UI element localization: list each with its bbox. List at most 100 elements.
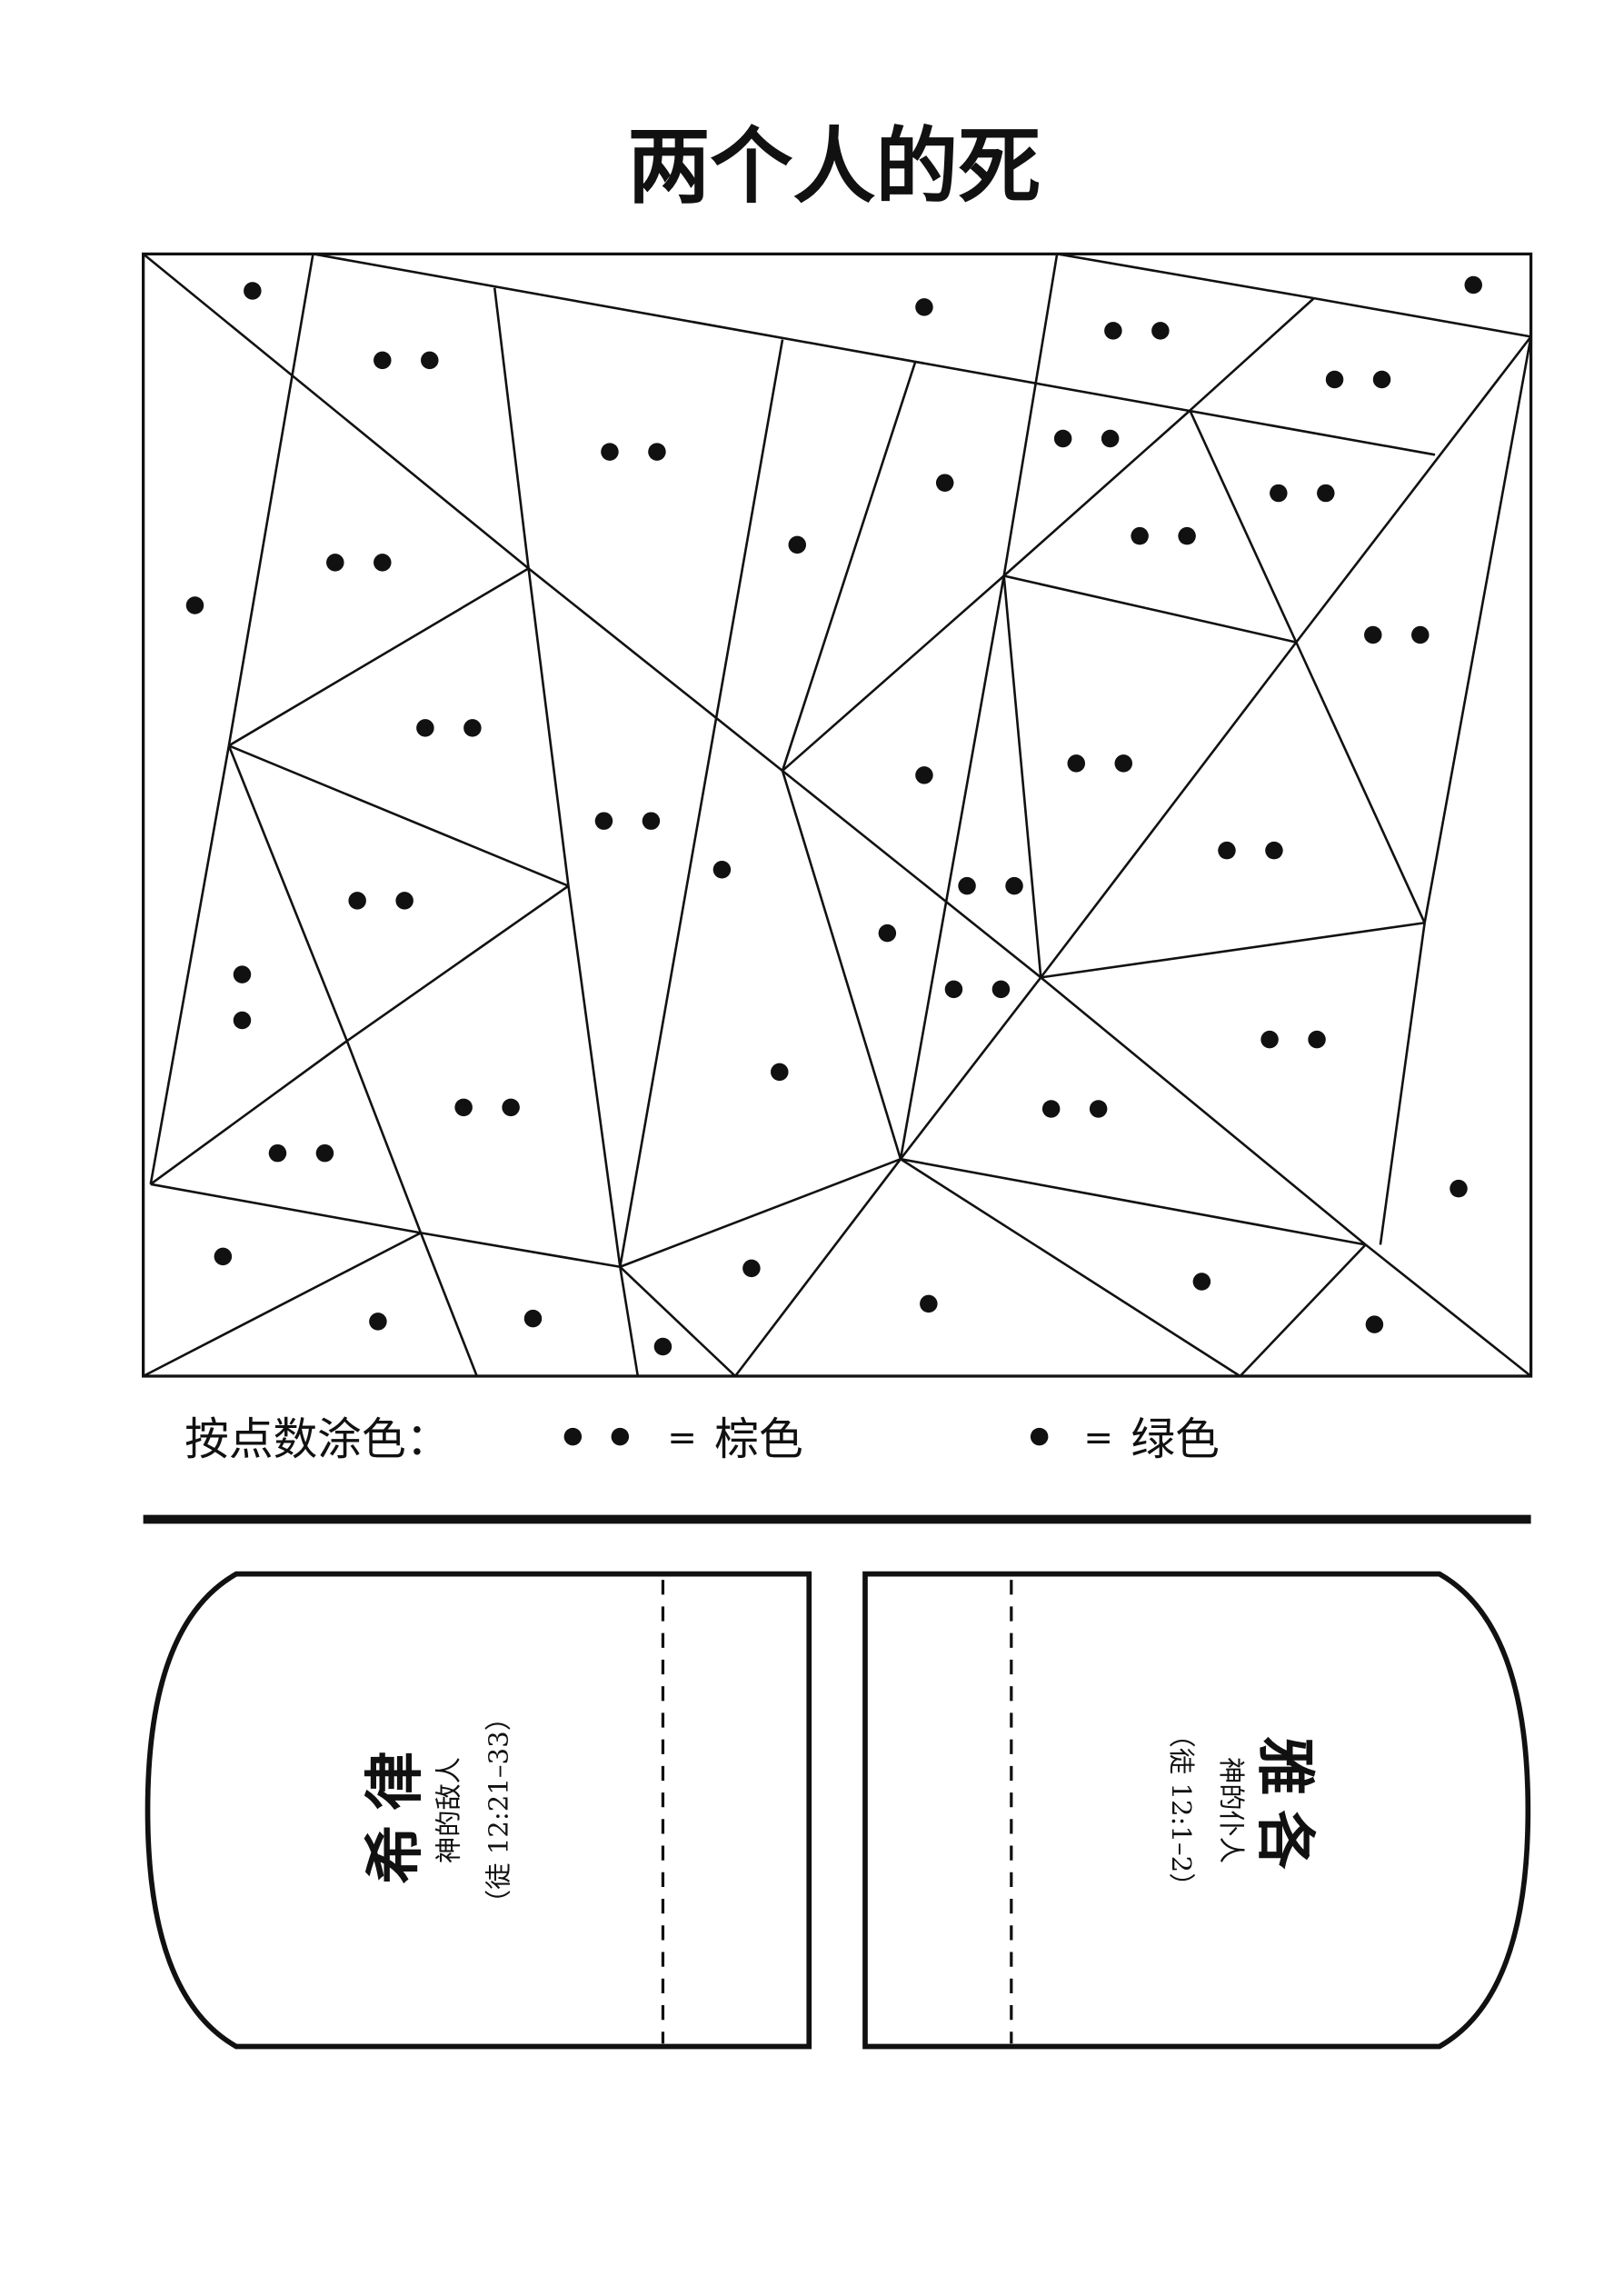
mosaic-line: [900, 1158, 1241, 1378]
mosaic-line: [782, 574, 1005, 772]
mosaic-line: [1002, 409, 1191, 577]
single-dot: [244, 282, 262, 300]
mosaic-line: [313, 253, 1436, 456]
mosaic-line: [733, 1158, 902, 1377]
double-dot: [1411, 625, 1430, 644]
mosaic-line: [899, 976, 1042, 1160]
double-dot: [1114, 754, 1133, 773]
double-dot: [1218, 841, 1236, 860]
single-dot: [771, 1063, 789, 1082]
card-name: 希律: [362, 1736, 430, 1883]
legend-green-label: 绿色: [1131, 1414, 1219, 1465]
card-name: 雅各: [1250, 1736, 1319, 1883]
double-dot: [1308, 1030, 1326, 1049]
double-dot: [416, 719, 434, 737]
color-by-dot-mosaic: [142, 252, 1533, 1378]
double-dot: [648, 443, 666, 461]
double-dot: [1131, 526, 1149, 545]
single-dot: [1192, 1273, 1211, 1291]
mosaic-line: [899, 575, 1005, 1160]
card-role: 神的仆人: [1216, 1757, 1247, 1863]
single-dot: [915, 766, 933, 784]
mosaic-line: [149, 745, 231, 1185]
double-dot: [1372, 370, 1391, 389]
card-reference: （徒 12:21–33）: [483, 1704, 514, 1916]
double-dot: [502, 1098, 520, 1117]
mosaic-dots: [185, 275, 1482, 1356]
single-dot: [1365, 1315, 1384, 1333]
double-dot: [1317, 484, 1335, 503]
double-dot: [348, 892, 366, 910]
mosaic-line: [619, 1265, 736, 1377]
double-dot: [421, 351, 439, 370]
mosaic-line: [619, 1266, 640, 1377]
single-dot: [915, 298, 933, 316]
double-dot: [268, 1143, 287, 1163]
mosaic-line: [493, 287, 530, 569]
mosaic-line: [419, 1232, 478, 1377]
double-dot: [233, 965, 252, 983]
single-dot: [523, 1309, 543, 1328]
legend: 按点数涂色： = 棕色 = 绿色: [184, 1414, 1220, 1465]
double-dot: [594, 812, 613, 830]
legend-equals: =: [1083, 1418, 1113, 1459]
double-dot: [944, 980, 963, 999]
mosaic-line: [227, 744, 349, 1042]
single-dot: [712, 861, 732, 879]
double-dot: [454, 1098, 473, 1117]
card-james: 雅各 神的仆人 （徒 12:1–2）: [862, 1571, 1531, 2050]
double-dot: [601, 443, 619, 461]
double-dot: [1053, 429, 1072, 448]
single-dot: [935, 474, 954, 492]
legend-dot-icon: [611, 1427, 630, 1446]
mosaic-line: [228, 567, 530, 747]
mosaic-line: [619, 1157, 902, 1268]
mosaic-line: [420, 1232, 621, 1269]
mosaic-line: [228, 744, 569, 887]
mosaic-line: [781, 770, 902, 1160]
double-dot: [1260, 1030, 1279, 1049]
mosaic-line: [142, 253, 530, 570]
single-dot: [788, 535, 807, 554]
double-dot: [1005, 876, 1023, 895]
mosaic-line: [782, 769, 1042, 979]
double-dot: [1089, 1100, 1108, 1118]
double-dot: [1101, 429, 1120, 448]
double-dot: [233, 1011, 252, 1030]
mosaic-line: [150, 1183, 422, 1234]
double-dot: [642, 812, 661, 830]
mosaic-line: [1040, 976, 1367, 1246]
mosaic-line: [1041, 921, 1425, 979]
double-dot: [1151, 322, 1170, 340]
mosaic-line: [227, 254, 314, 746]
single-dot: [920, 1294, 938, 1313]
legend-instruction: 按点数涂色：: [184, 1414, 450, 1465]
single-dot: [1464, 275, 1482, 294]
single-dot: [214, 1247, 233, 1266]
single-dot: [653, 1337, 673, 1356]
mosaic-line: [346, 884, 570, 1043]
mosaic-line: [1189, 297, 1315, 412]
mosaic-line: [1239, 1243, 1367, 1377]
legend-dot-icon: [563, 1427, 583, 1446]
double-dot: [315, 1143, 334, 1163]
double-dot: [463, 719, 482, 737]
single-dot: [185, 596, 204, 614]
mosaic-line: [619, 339, 784, 1267]
single-dot: [1450, 1179, 1468, 1198]
double-dot: [1325, 370, 1344, 389]
mosaic-line: [143, 1232, 422, 1378]
double-dot: [374, 351, 392, 370]
single-dot: [742, 1259, 761, 1278]
mosaic-line: [1040, 641, 1298, 979]
double-dot: [1104, 322, 1122, 340]
legend-brown-label: 棕色: [714, 1414, 802, 1465]
double-dot: [991, 980, 1011, 999]
double-dot: [1178, 526, 1196, 545]
mosaic-line: [781, 361, 917, 772]
double-dot: [1270, 484, 1288, 503]
double-dot: [374, 554, 392, 572]
mosaic-line: [1189, 410, 1298, 644]
mosaic-frame: [142, 252, 1533, 1378]
